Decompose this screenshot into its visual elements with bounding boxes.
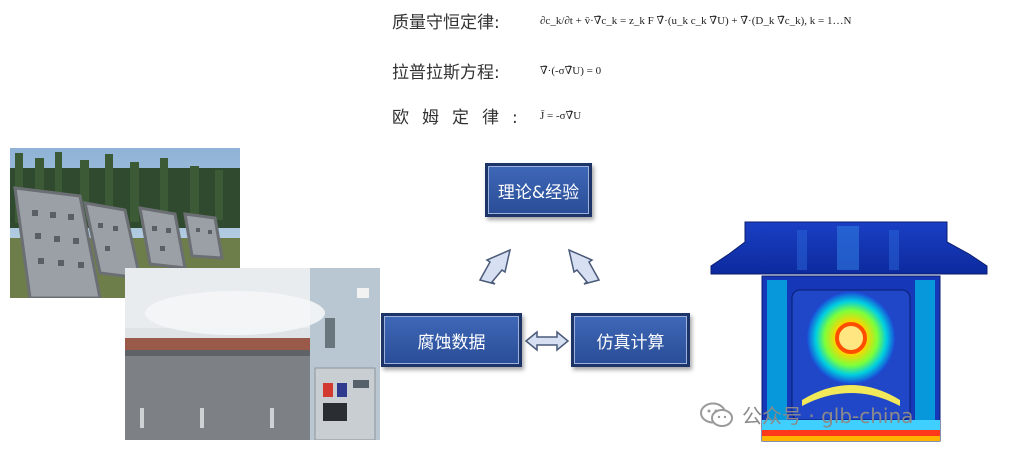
arrow-right-diagonal xyxy=(567,248,601,285)
simulation-box: 仿真计算 xyxy=(571,313,690,367)
simulation-contour-image xyxy=(710,221,988,442)
equation-label: 欧姆定律: xyxy=(392,108,531,128)
box-label: 仿真计算 xyxy=(596,332,665,353)
equation-mass-conservation: 质量守恒定律: ∂c_k/∂t + v̄·∇̄c_k = z_k F ∇̄·(u… xyxy=(392,8,851,33)
equation-formula: ∂c_k/∂t + v̄·∇̄c_k = z_k F ∇̄·(u_k c_k ∇… xyxy=(540,15,852,27)
box-label: 理论&经验 xyxy=(497,182,580,203)
equation-label: 质量守恒定律: xyxy=(392,13,500,33)
equation-label: 拉普拉斯方程: xyxy=(392,63,500,83)
equation-ohm: 欧姆定律: J̄ = -σ∇̄U xyxy=(392,103,581,128)
equation-formula: J̄ = -σ∇̄U xyxy=(540,110,582,122)
watermark: 公众号 · glb-china xyxy=(700,400,913,429)
wechat-icon xyxy=(700,402,733,427)
corrosion-data-box: 腐蚀数据 xyxy=(381,313,522,367)
theory-experience-box: 理论&经验 xyxy=(485,163,592,217)
watermark-text: 公众号 · glb-china xyxy=(742,404,914,428)
equation-laplace: 拉普拉斯方程: ∇̄·(-σ∇̄U) = 0 xyxy=(392,58,601,83)
box-label: 腐蚀数据 xyxy=(417,332,486,353)
arrow-left-diagonal xyxy=(478,248,512,285)
outdoor-exposure-photo xyxy=(10,148,240,298)
salt-spray-chamber-photo xyxy=(125,268,380,440)
arrow-horizontal xyxy=(524,330,570,352)
equation-formula: ∇̄·(-σ∇̄U) = 0 xyxy=(540,65,602,77)
